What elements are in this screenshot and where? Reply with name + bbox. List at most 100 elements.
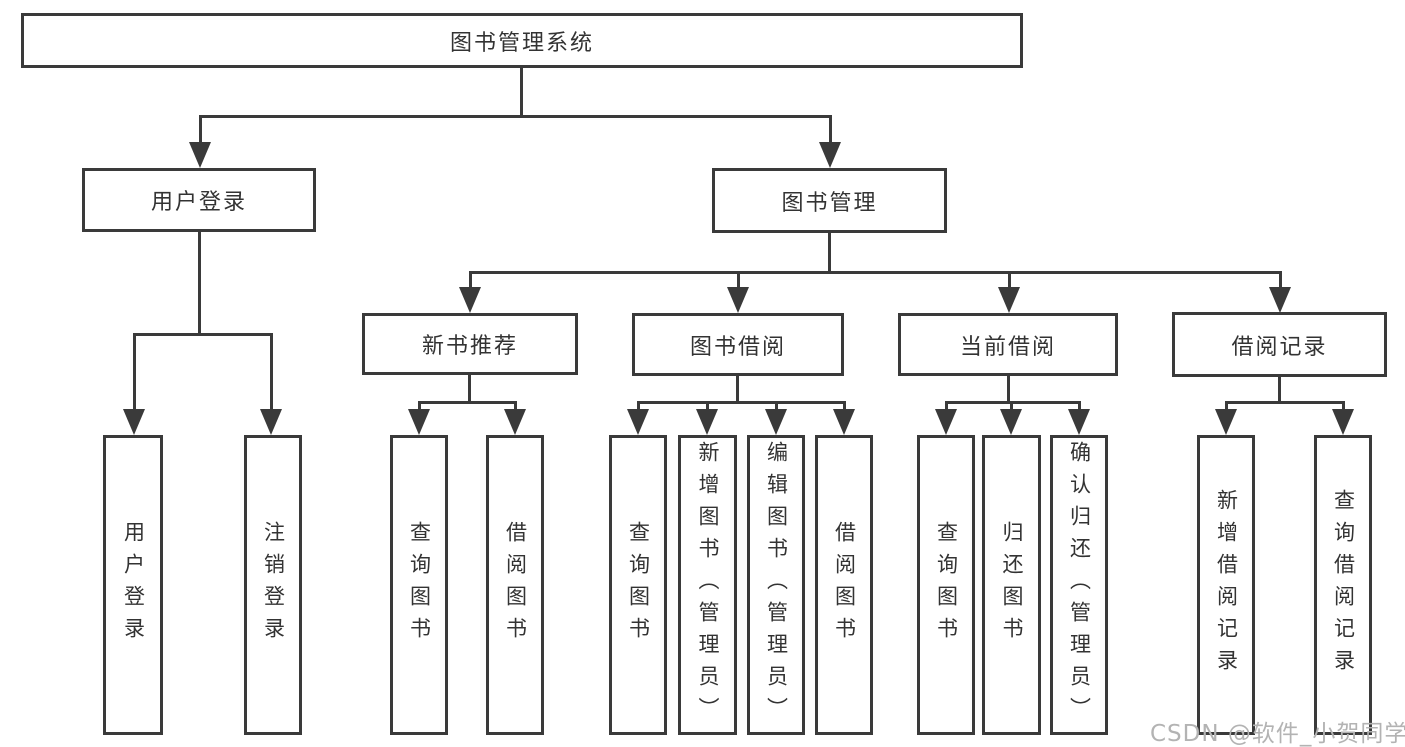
node-new-book-recommend: 新书推荐: [362, 313, 578, 375]
arrow-down: [1269, 271, 1291, 313]
arrow-head-icon: [627, 409, 649, 435]
connector-line: [637, 401, 845, 404]
connector-line: [1225, 401, 1344, 404]
arrow-head-icon: [1000, 409, 1022, 435]
arrow-head-icon: [998, 287, 1020, 313]
connector-line: [468, 375, 471, 403]
arrow-stem: [829, 115, 832, 150]
arrow-head-icon: [765, 409, 787, 435]
leaf-label: 新增图书（管理员）: [696, 441, 720, 729]
arrow-stem: [469, 271, 472, 295]
leaf-borrow-books: 借阅图书: [815, 435, 873, 735]
leaf-edit-books-admin: 编辑图书（管理员）: [747, 435, 805, 735]
leaf-label: 注销登录: [261, 521, 286, 649]
connector-line: [198, 232, 201, 335]
leaf-add-books-admin: 新增图书（管理员）: [678, 435, 737, 735]
leaf-label: 新增借阅记录: [1214, 489, 1239, 681]
connector-line: [520, 68, 523, 117]
arrow-down: [819, 115, 841, 168]
arrow-down: [189, 115, 211, 168]
leaf-query-books-current: 查询图书: [917, 435, 975, 735]
leaf-label: 查询图书: [407, 521, 432, 649]
leaf-label: 编辑图书（管理员）: [764, 441, 789, 729]
arrow-down: [1215, 401, 1237, 435]
arrow-head-icon: [459, 287, 481, 313]
leaf-return-books: 归还图书: [982, 435, 1041, 735]
leaf-confirm-return-admin: 确认归还（管理员）: [1050, 435, 1108, 735]
connector-line: [133, 333, 273, 336]
arrow-head-icon: [260, 409, 282, 435]
node-label: 图书借阅: [689, 334, 786, 360]
arrow-head-icon: [189, 142, 211, 168]
arrow-head-icon: [935, 409, 957, 435]
leaf-logout: 注销登录: [244, 435, 302, 735]
arrow-head-icon: [123, 409, 145, 435]
leaf-label: 归还图书: [1000, 521, 1024, 649]
node-label: 借阅记录: [1231, 334, 1328, 360]
arrow-down: [1068, 401, 1090, 435]
arrow-head-icon: [1068, 409, 1090, 435]
arrow-down: [627, 401, 649, 435]
node-label: 新书推荐: [421, 334, 518, 359]
leaf-label: 借阅图书: [832, 521, 857, 649]
arrow-head-icon: [696, 409, 718, 435]
arrow-down: [833, 401, 855, 435]
connector-line: [199, 115, 831, 118]
leaf-label: 查询图书: [934, 521, 959, 649]
leaf-query-books-borrowing: 查询图书: [609, 435, 667, 735]
arrow-stem: [737, 271, 740, 295]
arrow-stem: [199, 115, 202, 150]
arrow-stem: [133, 333, 136, 417]
arrow-head-icon: [1215, 409, 1237, 435]
leaf-label: 查询图书: [626, 521, 651, 649]
arrow-head-icon: [1269, 287, 1291, 313]
arrow-down: [727, 271, 749, 313]
connector-line: [1007, 376, 1010, 403]
leaf-query-borrow-record: 查询借阅记录: [1314, 435, 1372, 735]
leaf-borrow-books-recommend: 借阅图书: [486, 435, 544, 735]
node-label: 当前借阅: [959, 334, 1056, 360]
node-label: 图书管理: [781, 190, 878, 216]
connector-line: [469, 271, 1281, 274]
leaf-user-login: 用户登录: [103, 435, 163, 735]
leaf-add-borrow-record: 新增借阅记录: [1197, 435, 1255, 735]
node-book-management: 图书管理: [712, 168, 947, 233]
arrow-down: [935, 401, 957, 435]
arrow-down: [459, 271, 481, 313]
arrow-down: [998, 271, 1020, 313]
arrow-down: [504, 401, 526, 435]
node-label: 用户登录: [150, 190, 247, 215]
arrow-down: [1000, 401, 1022, 435]
connector-line: [1278, 377, 1281, 403]
connector-line: [828, 233, 831, 273]
leaf-query-books-recommend: 查询图书: [390, 435, 448, 735]
node-borrowing-records: 借阅记录: [1172, 312, 1387, 377]
arrow-stem: [1008, 271, 1011, 295]
node-library-management-system: 图书管理系统: [21, 13, 1023, 68]
arrow-down: [765, 401, 787, 435]
node-book-borrowing: 图书借阅: [632, 313, 844, 376]
arrow-down: [260, 333, 282, 435]
arrow-head-icon: [1332, 409, 1354, 435]
arrow-down: [408, 401, 430, 435]
arrow-down: [123, 333, 145, 435]
node-user-login: 用户登录: [82, 168, 316, 232]
arrow-head-icon: [408, 409, 430, 435]
leaf-label: 确认归还（管理员）: [1067, 441, 1092, 729]
leaf-label: 用户登录: [121, 521, 146, 649]
arrow-stem: [270, 333, 273, 417]
csdn-watermark: CSDN @软件_小贺同学: [1150, 721, 1405, 747]
arrow-head-icon: [819, 142, 841, 168]
arrow-head-icon: [727, 287, 749, 313]
arrow-stem: [1279, 271, 1282, 295]
leaf-label: 借阅图书: [503, 521, 528, 649]
arrow-down: [1332, 401, 1354, 435]
leaf-label: 查询借阅记录: [1331, 489, 1356, 681]
node-current-borrowing: 当前借阅: [898, 313, 1118, 376]
arrow-head-icon: [504, 409, 526, 435]
connector-line: [736, 376, 739, 403]
node-label: 图书管理系统: [449, 30, 594, 56]
connector-line: [418, 401, 516, 404]
arrow-head-icon: [833, 409, 855, 435]
